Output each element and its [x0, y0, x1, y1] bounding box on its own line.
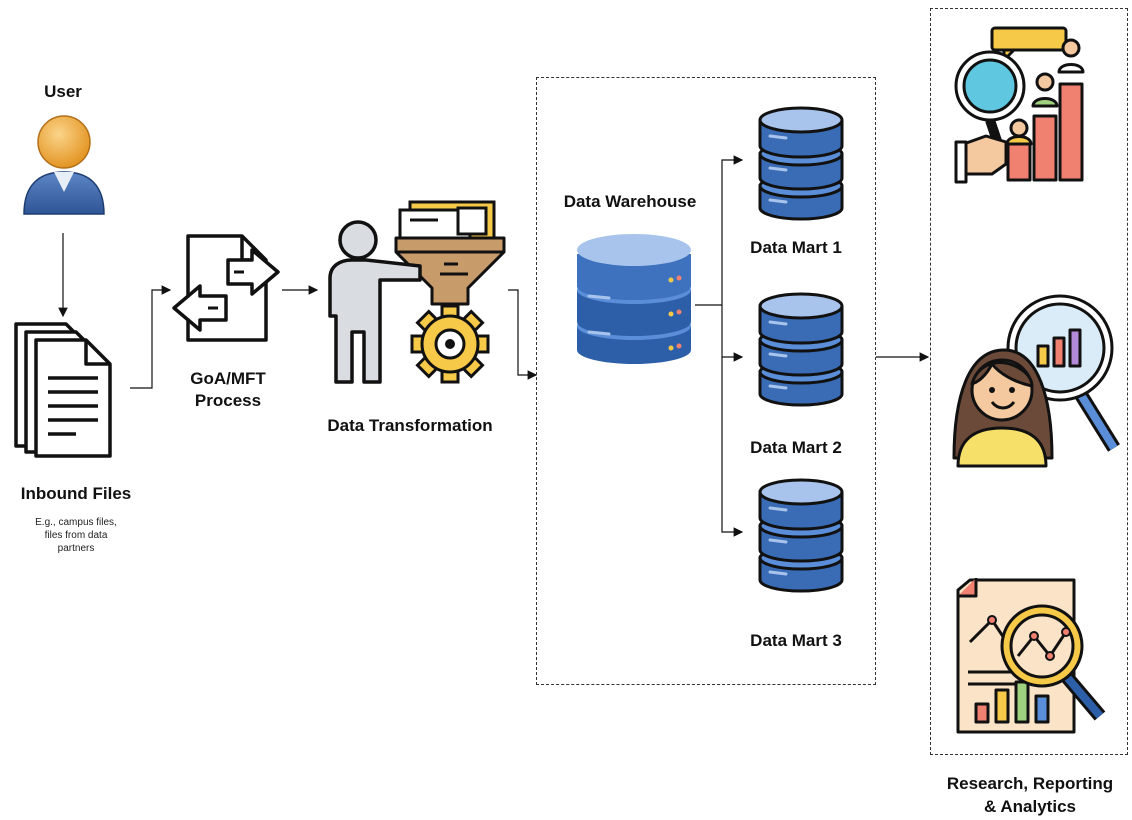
transfer-label-line: Process [194, 391, 262, 410]
mart-label: Data Mart 2 [750, 438, 842, 457]
report-magnifier-icon [954, 576, 1114, 747]
transfer-label: GoA/MFT Process [178, 368, 278, 412]
magnifier-chart-icon [952, 24, 1118, 195]
person-funnel-gear-icon [318, 196, 508, 391]
transfer-label-line: GoA/MFT [190, 369, 266, 388]
user-icon [20, 108, 108, 223]
database-icon [575, 226, 693, 371]
outputs-group-box [930, 8, 1128, 755]
inbound-files-caption-line: files from data [44, 530, 108, 541]
transformation-label: Data Transformation [327, 416, 493, 435]
arrow-files-to-transfer [130, 285, 172, 389]
documents-icon [14, 318, 124, 463]
database-icon [756, 476, 846, 601]
inbound-files-caption-line: partners [57, 543, 95, 554]
arrow-warehouse-to-mart-1 [695, 155, 744, 306]
mart-label: Data Mart 3 [750, 631, 842, 650]
outputs-label-line: & Analytics [984, 797, 1076, 816]
mart-label: Data Mart 1 [750, 238, 842, 257]
inbound-files-caption: E.g., campus files, files from data part… [26, 516, 126, 555]
outputs-label: Research, Reporting & Analytics [922, 772, 1132, 818]
arrow-warehouse-to-mart-3 [721, 357, 744, 537]
outputs-label-line: Research, Reporting [946, 774, 1114, 793]
user-label: User [44, 82, 82, 101]
file-transfer-icon [170, 232, 282, 349]
database-icon [756, 290, 846, 415]
inbound-files-caption-line: E.g., campus files, [35, 517, 117, 528]
inbound-files-label: Inbound Files [20, 484, 132, 503]
database-icon [756, 104, 846, 229]
warehouse-group-box [536, 77, 876, 685]
woman-magnifier-icon [948, 290, 1120, 473]
warehouse-label: Data Warehouse [563, 192, 697, 211]
arrow-transformation-to-warehouse [508, 289, 538, 380]
